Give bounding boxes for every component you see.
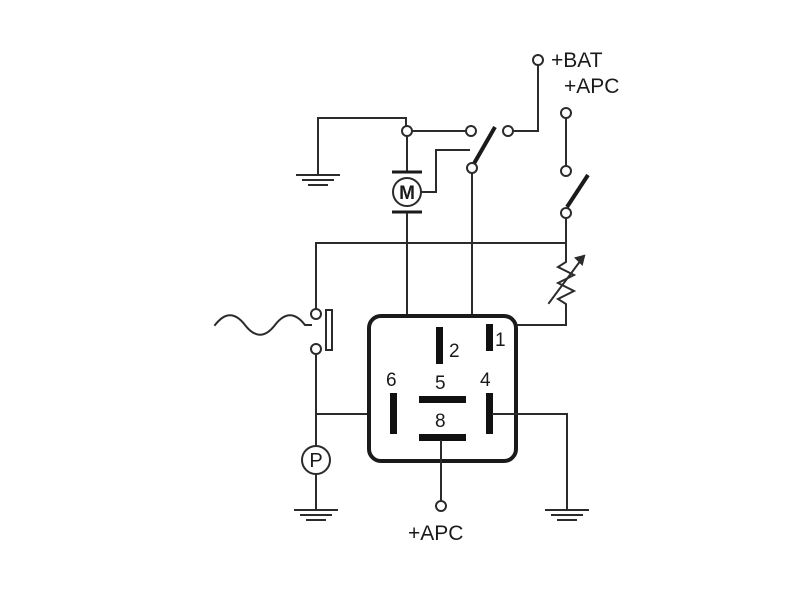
relay-pin-2 — [436, 327, 443, 364]
terminal — [560, 207, 572, 219]
ground-symbol-bottom-right — [545, 509, 589, 521]
terminal — [560, 165, 572, 177]
relay-pin-1 — [486, 324, 493, 351]
terminal — [310, 343, 322, 355]
thermo-switch — [213, 308, 333, 448]
wire-top-bus — [315, 242, 567, 309]
bat-switch — [401, 54, 544, 174]
variable-resistor — [515, 251, 586, 326]
wire-pin4-to-ground — [492, 413, 568, 511]
terminal — [502, 125, 514, 137]
relay-pin-6 — [390, 393, 397, 434]
relay-pin-8 — [419, 434, 466, 441]
top-ground-wire — [317, 117, 407, 176]
pin-4-label: 4 — [480, 370, 491, 391]
terminal — [465, 125, 477, 137]
pump-symbol: P — [309, 450, 322, 472]
motor — [392, 135, 470, 243]
apc-label-top: +APC — [564, 75, 619, 98]
bat-label: +BAT — [551, 49, 603, 72]
pin-6-label: 6 — [386, 370, 397, 391]
pin-2-label: 2 — [449, 341, 460, 362]
pin-8-label: 8 — [435, 411, 446, 432]
terminal — [560, 107, 572, 119]
apc-label-bottom: +APC — [408, 522, 463, 545]
pin-5-label: 5 — [435, 373, 446, 394]
relay-pin-4 — [486, 393, 493, 434]
bat-terminal — [532, 54, 544, 66]
apc-bottom-terminal — [435, 500, 447, 512]
ground-symbol-bottom-left — [294, 509, 338, 521]
motor-symbol: M — [399, 183, 415, 204]
relay-pin-5 — [419, 396, 466, 403]
terminal — [466, 162, 478, 174]
apc-switch — [560, 107, 590, 244]
terminal — [401, 125, 413, 137]
ground-symbol-top-left — [296, 174, 340, 186]
relay — [367, 314, 518, 463]
pin-1-label: 1 — [495, 330, 506, 351]
pump — [301, 413, 395, 511]
terminal — [310, 308, 322, 320]
